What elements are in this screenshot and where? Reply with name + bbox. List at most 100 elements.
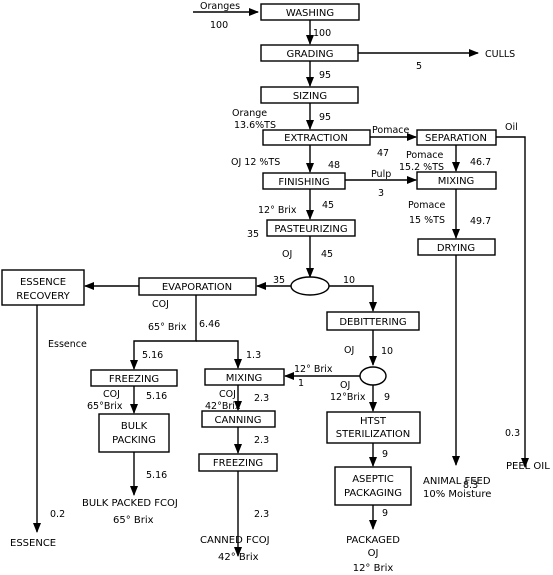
oil-label: Oil (505, 122, 518, 133)
extraction-box: EXTRACTION (262, 129, 371, 146)
animal-feed-moisture-label: 10% Moisture (423, 489, 491, 500)
mixing-coj-box: MIXING (204, 368, 285, 386)
washing-box: WASHING (260, 3, 360, 21)
evaporation-to-freezing-arrow (130, 295, 197, 370)
animal-feed-label: ANIMAL FEED (423, 476, 491, 487)
freezing-2-out-value: 2.3 (254, 509, 269, 520)
pulp-flow-value: 3 (378, 188, 384, 199)
debittering-label: DEBITTERING (339, 317, 406, 328)
canning-out-value: 2.3 (254, 435, 269, 446)
mixing-in-value: 1.3 (246, 350, 261, 361)
oranges-label: Oranges (200, 1, 240, 12)
aseptic-label-line1: ASEPTIC (352, 474, 394, 485)
sizing-box: SIZING (260, 86, 359, 104)
junction-node (359, 366, 387, 386)
coj-freezing-label: COJ (103, 389, 120, 400)
brix-42-mixing-label: 42°Brix (205, 401, 241, 412)
flow-labels: Oranges 100 100 CULLS 5 95 95 Orange 13.… (48, 1, 520, 520)
brix-65-label: 65° Brix (148, 322, 187, 333)
debittering-oj-label: OJ (344, 345, 354, 356)
pulp-label: Pulp (371, 169, 391, 180)
canning-box: CANNING (201, 410, 276, 428)
essence-recovery-box: ESSENCE RECOVERY (1, 269, 85, 306)
canning-label: CANNING (215, 415, 262, 426)
branch-brix-12-label: 12° Brix (294, 364, 333, 375)
oranges-flow-value: 100 (210, 20, 228, 31)
junction-brix-label: 12°Brix (330, 392, 366, 403)
evaporation-to-mixing-arrow (196, 340, 242, 369)
finishing-box: FINISHING (262, 172, 346, 190)
evaporation-out-value: 6.46 (199, 319, 220, 330)
aseptic-packaging-box: ASEPTIC PACKAGING (334, 466, 412, 506)
peel-oil-flow-value: 0.3 (505, 428, 520, 439)
split-node (290, 276, 330, 296)
animal-feed-flow-value: 8.3 (463, 480, 478, 491)
separation-out-value: 46.7 (470, 157, 491, 168)
split-10-value: 10 (343, 275, 355, 286)
bulk-packing-label-line1: BULK (121, 421, 148, 432)
htst-out-value: 9 (382, 449, 388, 460)
separation-box: SEPARATION (416, 129, 497, 146)
finishing-out-value: 45 (322, 200, 334, 211)
freezing-1-label: FREEZING (109, 374, 159, 385)
finishing-label: FINISHING (278, 177, 329, 188)
debittering-box: DEBITTERING (326, 311, 420, 331)
pomace-152-ts-label: 15.2 %TS (399, 162, 444, 173)
pomace-152-label: Pomace (406, 150, 444, 161)
essence-flow-value: 0.2 (50, 509, 65, 520)
coj-mixing-label: COJ (219, 389, 236, 400)
mixing-coj-label: MIXING (226, 373, 263, 384)
essence-output-label: ESSENCE (10, 538, 56, 549)
evaporation-label: EVAPORATION (162, 282, 232, 293)
drying-box: DRYING (417, 238, 496, 256)
grading-out-value: 95 (319, 70, 331, 81)
mixing-pulp-box: MIXING (416, 171, 497, 190)
packaged-oj-label: OJ (368, 548, 379, 559)
mixing-out-value-2: 2.3 (254, 393, 269, 404)
brix-65-freezing-label: 65°Brix (87, 401, 123, 412)
pomace-15-label: Pomace (408, 200, 446, 211)
extraction-label: EXTRACTION (284, 133, 348, 144)
aseptic-label-line2: PACKAGING (344, 488, 402, 499)
packaged-brix-label: 12° Brix (353, 563, 394, 574)
bulk-packing-out-value: 5.16 (146, 470, 167, 481)
flow-1-value: 1 (298, 378, 304, 389)
brix-12-label: 12° Brix (258, 205, 297, 216)
bulk-packed-fcoj-label: BULK PACKED FCOJ (82, 498, 178, 509)
culls-label: CULLS (485, 49, 515, 60)
split-to-debittering-arrow (329, 285, 377, 312)
htst-label-line2: STERILIZATION (336, 429, 411, 440)
sizing-label: SIZING (293, 91, 327, 102)
htst-label-line1: HTST (360, 416, 387, 427)
pasteurizing-out-value: 45 (321, 249, 333, 260)
htst-sterilization-box: HTST STERILIZATION (326, 411, 421, 444)
grading-label: GRADING (286, 49, 333, 60)
mixing-out-value: 49.7 (470, 216, 491, 227)
washing-label: WASHING (286, 8, 334, 19)
pasteurizing-label: PASTEURIZING (274, 224, 347, 235)
canned-fcoj-label: CANNED FCOJ (200, 535, 270, 546)
final-products: PEEL OIL ANIMAL FEED 10% Moisture ESSENC… (10, 461, 550, 574)
debittering-out-value: 10 (381, 346, 393, 357)
washing-out-value: 100 (313, 28, 331, 39)
pomace-label: Pomace (372, 125, 410, 136)
oj-label: OJ (282, 249, 292, 260)
orange-ts-label: 13.6%TS (234, 120, 276, 131)
sizing-out-value: 95 (319, 112, 331, 123)
separation-label: SEPARATION (425, 133, 487, 144)
oil-arrow (496, 136, 529, 468)
freezing-box-2: FREEZING (198, 453, 278, 472)
junction-out-value: 9 (384, 392, 390, 403)
pasteurizing-in-value: 35 (247, 229, 259, 240)
extraction-oj-value: 48 (328, 160, 340, 171)
pomace-15-ts-label: 15 %TS (409, 215, 445, 226)
freezing-1-out-value: 5.16 (146, 391, 167, 402)
aseptic-out-value: 9 (382, 508, 388, 519)
flow-lines (33, 8, 529, 557)
essence-recovery-label-line1: ESSENCE (20, 277, 66, 288)
coj-label: COJ (152, 299, 169, 310)
mixing-pulp-label: MIXING (438, 176, 475, 187)
essence-label: Essence (48, 339, 87, 350)
evaporation-box: EVAPORATION (138, 277, 257, 296)
